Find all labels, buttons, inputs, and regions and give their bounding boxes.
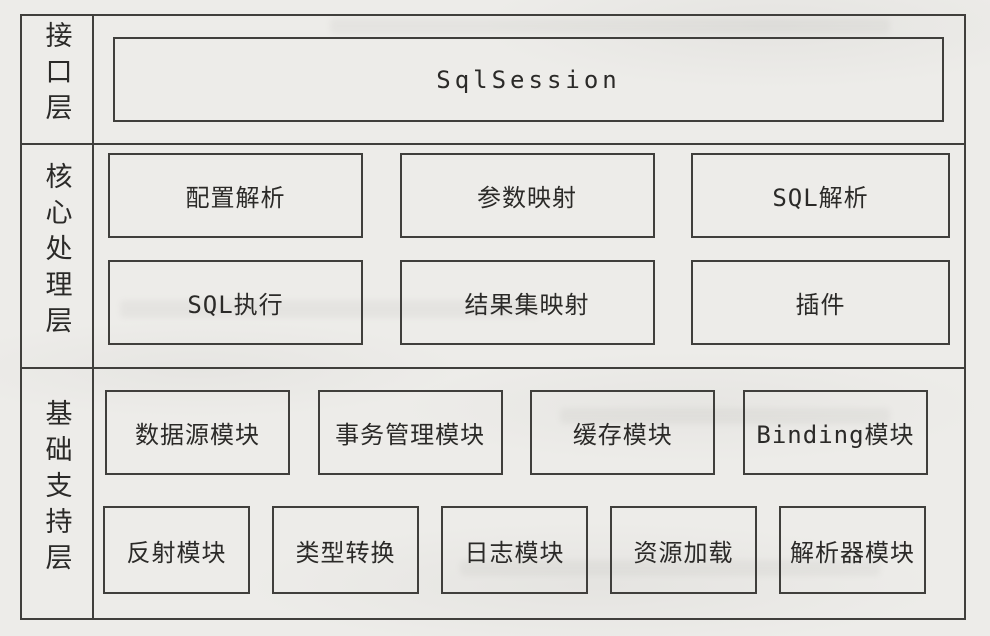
layer-core-processing: 核心处理层 配置解析 参数映射 SQL解析 SQL执行 结果集映射 插件 — [22, 145, 964, 369]
layer-label-interface: 接口层 — [22, 16, 94, 143]
architecture-diagram: 接口层 SqlSession 核心处理层 配置解析 参数映射 SQL解析 SQL… — [20, 14, 966, 620]
module-box-binding: Binding模块 — [742, 390, 928, 475]
module-box-datasource: 数据源模块 — [105, 390, 290, 475]
base-row-2: 反射模块 类型转换 日志模块 资源加载 解析器模块 — [94, 506, 964, 594]
layer-interface-content: SqlSession — [94, 16, 964, 143]
module-box-sql-parse: SQL解析 — [691, 153, 950, 238]
module-box-type-conversion: 类型转换 — [272, 506, 419, 594]
layer-interface: 接口层 SqlSession — [22, 16, 964, 145]
layer-label-core-processing: 核心处理层 — [22, 145, 94, 367]
module-box-resultset-mapping: 结果集映射 — [399, 260, 655, 345]
module-box-logging: 日志模块 — [441, 506, 588, 594]
layer-base-content: 数据源模块 事务管理模块 缓存模块 Binding模块 反射模块 类型转换 日志… — [94, 369, 964, 618]
module-box-plugin: 插件 — [691, 260, 950, 345]
module-box-parser: 解析器模块 — [779, 506, 926, 594]
module-box-cache: 缓存模块 — [530, 390, 716, 475]
core-row-2: SQL执行 结果集映射 插件 — [108, 260, 950, 345]
layer-base-support: 基础支持层 数据源模块 事务管理模块 缓存模块 Binding模块 反射模块 类… — [22, 369, 964, 618]
module-box-sqlsession: SqlSession — [113, 37, 944, 122]
module-box-config-parse: 配置解析 — [108, 153, 363, 238]
core-row-1: 配置解析 参数映射 SQL解析 — [108, 153, 950, 238]
module-box-reflection: 反射模块 — [103, 506, 250, 594]
base-row-1: 数据源模块 事务管理模块 缓存模块 Binding模块 — [94, 390, 964, 475]
layer-core-content: 配置解析 参数映射 SQL解析 SQL执行 结果集映射 插件 — [94, 145, 964, 367]
module-box-resource-loading: 资源加载 — [610, 506, 757, 594]
module-box-sql-exec: SQL执行 — [108, 260, 363, 345]
layer-label-base-support: 基础支持层 — [22, 369, 94, 618]
module-box-param-mapping: 参数映射 — [399, 153, 655, 238]
module-box-transaction: 事务管理模块 — [317, 390, 503, 475]
